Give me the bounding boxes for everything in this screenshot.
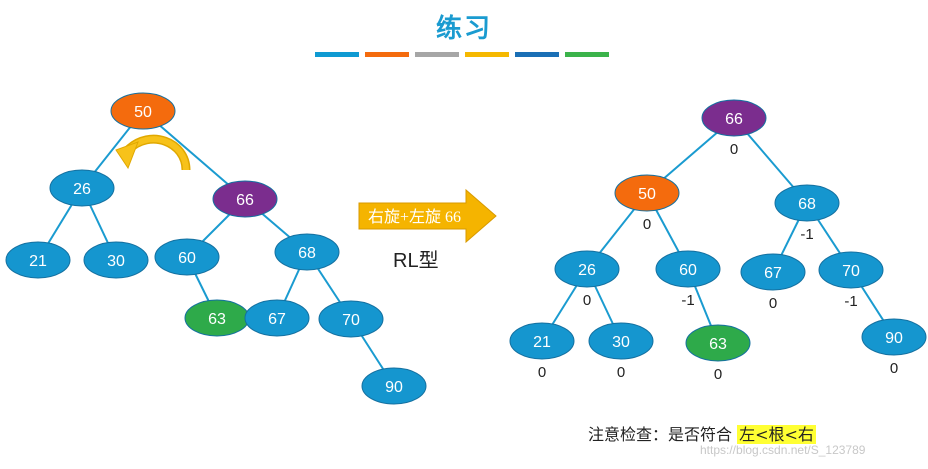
left-node-label-66: 66 [236, 192, 254, 209]
left-node-label-70: 70 [342, 312, 360, 329]
right-balance-factor-66: 0 [730, 141, 738, 158]
right-node-shape-66 [701, 99, 767, 137]
right-node-label-67: 67 [764, 265, 782, 282]
right-node-70: 70 -1 [818, 251, 884, 310]
right-balance-factor-90: 0 [890, 360, 898, 377]
right-node-label-50: 50 [638, 186, 656, 203]
left-node-label-30: 30 [107, 253, 125, 270]
transform-arrow-label: 右旋+左旋 66 [368, 208, 461, 226]
left-node-67: 67 [244, 299, 310, 337]
right-node-21: 21 0 [509, 322, 575, 381]
right-node-63: 63 0 [685, 324, 751, 383]
check-note-highlight: 左<根<右 [737, 425, 816, 444]
left-node-21: 21 [5, 241, 71, 279]
right-balance-factor-63: 0 [714, 366, 722, 383]
left-node-shape-67 [244, 299, 310, 337]
right-node-shape-21 [509, 322, 575, 360]
left-node-90: 90 [361, 367, 427, 405]
left-node-shape-70 [318, 300, 384, 338]
right-node-68: 68 -1 [774, 184, 840, 243]
right-balance-factor-26: 0 [583, 292, 591, 309]
right-node-60: 60 -1 [655, 250, 721, 309]
right-node-label-90: 90 [885, 330, 903, 347]
left-node-70: 70 [318, 300, 384, 338]
right-node-shape-68 [774, 184, 840, 222]
right-node-shape-90 [861, 318, 927, 356]
left-node-shape-30 [83, 241, 149, 279]
right-balance-factor-21: 0 [538, 364, 546, 381]
left-node-66: 66 [212, 180, 278, 218]
right-node-67: 67 0 [740, 253, 806, 312]
color-stripe-1 [365, 52, 409, 57]
check-note-text: 注意检查：是否符合 [588, 425, 738, 444]
left-node-shape-26 [49, 169, 115, 207]
right-tree-edges [541, 117, 895, 344]
right-node-shape-50 [614, 174, 680, 212]
left-node-63: 63 [184, 299, 250, 337]
right-balance-factor-60: -1 [681, 292, 694, 309]
left-node-shape-50 [110, 92, 176, 130]
right-balance-factor-30: 0 [617, 364, 625, 381]
right-node-90: 90 0 [861, 318, 927, 377]
right-node-26: 26 0 [554, 250, 620, 309]
left-node-shape-90 [361, 367, 427, 405]
color-stripe-5 [565, 52, 609, 57]
left-node-50: 50 [110, 92, 176, 130]
right-node-50: 50 0 [614, 174, 680, 233]
right-node-shape-63 [685, 324, 751, 362]
left-node-68: 68 [274, 233, 340, 271]
left-node-26: 26 [49, 169, 115, 207]
left-node-60: 60 [154, 238, 220, 276]
left-node-label-68: 68 [298, 245, 316, 262]
right-node-shape-67 [740, 253, 806, 291]
left-node-label-26: 26 [73, 181, 91, 198]
left-node-shape-68 [274, 233, 340, 271]
left-node-label-50: 50 [134, 104, 152, 121]
left-node-shape-60 [154, 238, 220, 276]
right-node-shape-60 [655, 250, 721, 288]
right-tree-nodes: 66 0 50 0 68 -1 26 0 60 -1 67 0 70 -1 21 0 30 0 63 0 90 0 [509, 99, 927, 383]
left-node-label-63: 63 [208, 311, 226, 328]
right-node-label-26: 26 [578, 262, 596, 279]
left-node-label-60: 60 [178, 250, 196, 267]
color-stripe-3 [465, 52, 509, 57]
left-node-label-90: 90 [385, 379, 403, 396]
right-node-label-70: 70 [842, 263, 860, 280]
right-node-label-60: 60 [679, 262, 697, 279]
left-node-30: 30 [83, 241, 149, 279]
left-node-shape-66 [212, 180, 278, 218]
right-balance-factor-68: -1 [800, 226, 813, 243]
right-balance-factor-50: 0 [643, 216, 651, 233]
right-node-shape-30 [588, 322, 654, 360]
left-node-label-67: 67 [268, 311, 286, 328]
left-node-shape-21 [5, 241, 71, 279]
left-node-label-21: 21 [29, 253, 47, 270]
right-node-label-30: 30 [612, 334, 630, 351]
right-node-shape-70 [818, 251, 884, 289]
right-node-label-68: 68 [798, 196, 816, 213]
color-stripe-bar [315, 52, 615, 57]
right-node-30: 30 0 [588, 322, 654, 381]
right-node-label-63: 63 [709, 336, 727, 353]
right-node-label-66: 66 [725, 111, 743, 128]
right-balance-factor-70: -1 [844, 293, 857, 310]
left-tree-nodes: 50 26 66 21 30 60 68 63 67 70 90 [5, 92, 427, 405]
page-title: 练习 [435, 14, 492, 44]
color-stripe-2 [415, 52, 459, 57]
rotation-curve-arrow-icon [115, 134, 191, 171]
right-node-label-21: 21 [533, 334, 551, 351]
transform-arrow: 右旋+左旋 66 [358, 188, 497, 244]
rotation-type-label: RL型 [393, 250, 439, 272]
right-balance-factor-67: 0 [769, 295, 777, 312]
check-note: 注意检查：是否符合 左<根<右 [588, 421, 816, 445]
right-node-66: 66 0 [701, 99, 767, 158]
watermark-text: https://blog.csdn.net/S_123789 [700, 443, 866, 457]
right-node-shape-26 [554, 250, 620, 288]
color-stripe-0 [315, 52, 359, 57]
color-stripe-4 [515, 52, 559, 57]
